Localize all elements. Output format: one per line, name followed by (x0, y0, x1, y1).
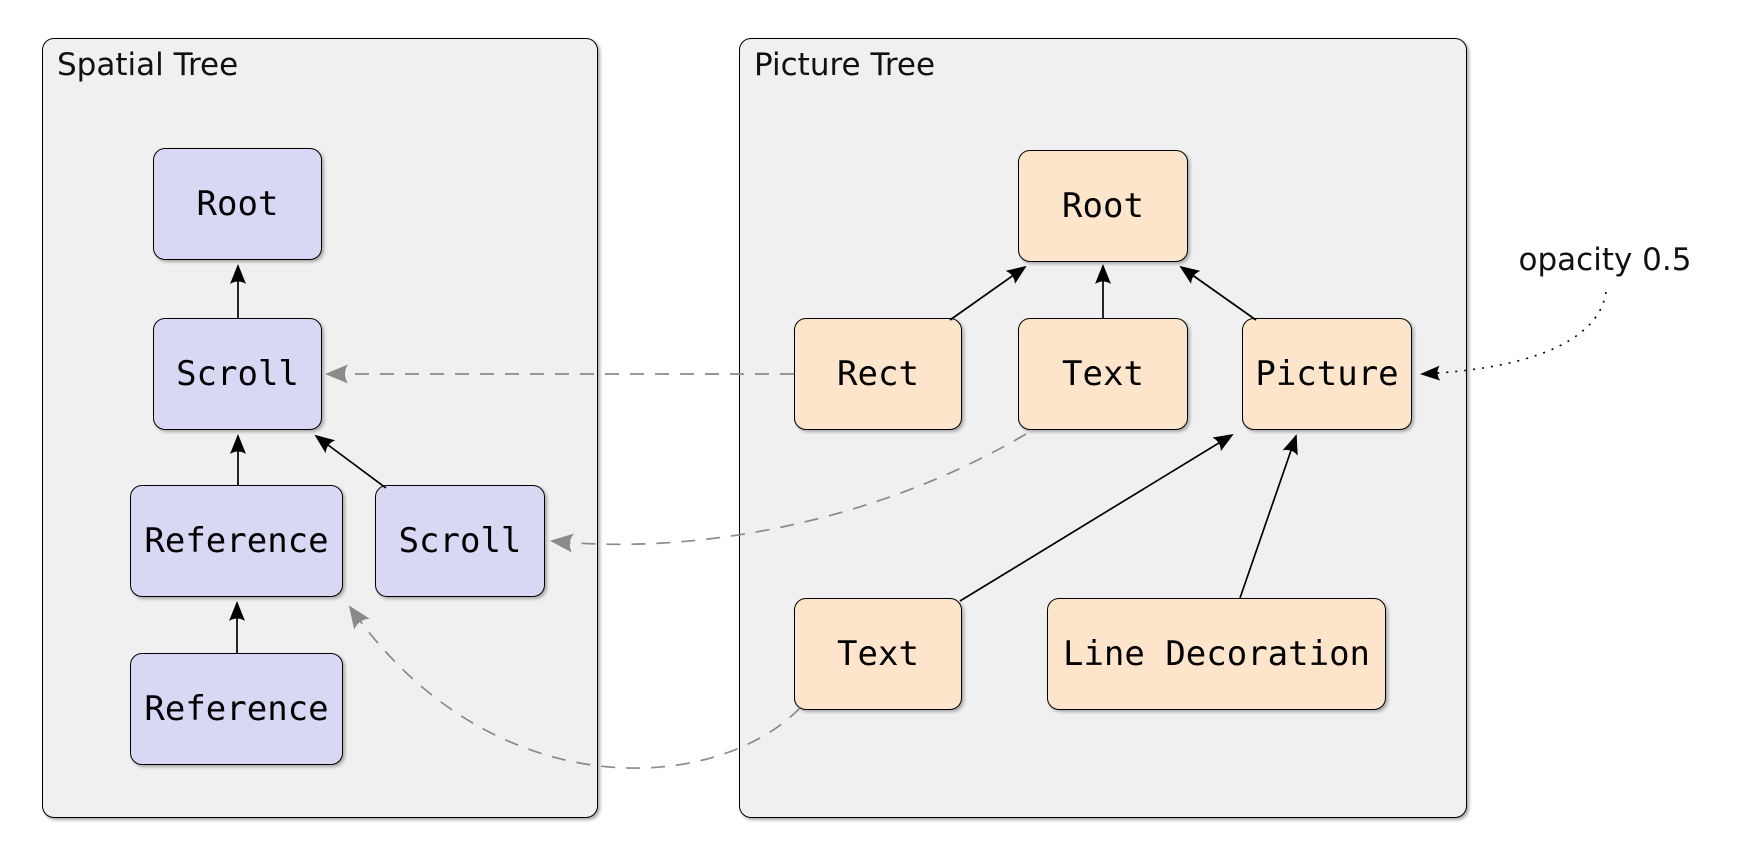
picture-node-text-bottom: Text (794, 598, 962, 710)
picture-node-picture: Picture (1242, 318, 1412, 430)
picture-node-rect: Rect (794, 318, 962, 430)
spatial-tree-title: Spatial Tree (57, 47, 239, 83)
spatial-node-reference-mid: Reference (130, 485, 343, 597)
picture-tree-title: Picture Tree (754, 47, 936, 83)
picture-node-text-mid: Text (1018, 318, 1188, 430)
spatial-node-scroll-top: Scroll (153, 318, 322, 430)
spatial-node-reference-bottom: Reference (130, 653, 343, 765)
picture-node-line-decoration: Line Decoration (1047, 598, 1386, 710)
spatial-node-scroll-right: Scroll (375, 485, 545, 597)
opacity-annotation-label: opacity 0.5 (1518, 242, 1692, 278)
spatial-node-root: Root (153, 148, 322, 260)
picture-node-root: Root (1018, 150, 1188, 262)
